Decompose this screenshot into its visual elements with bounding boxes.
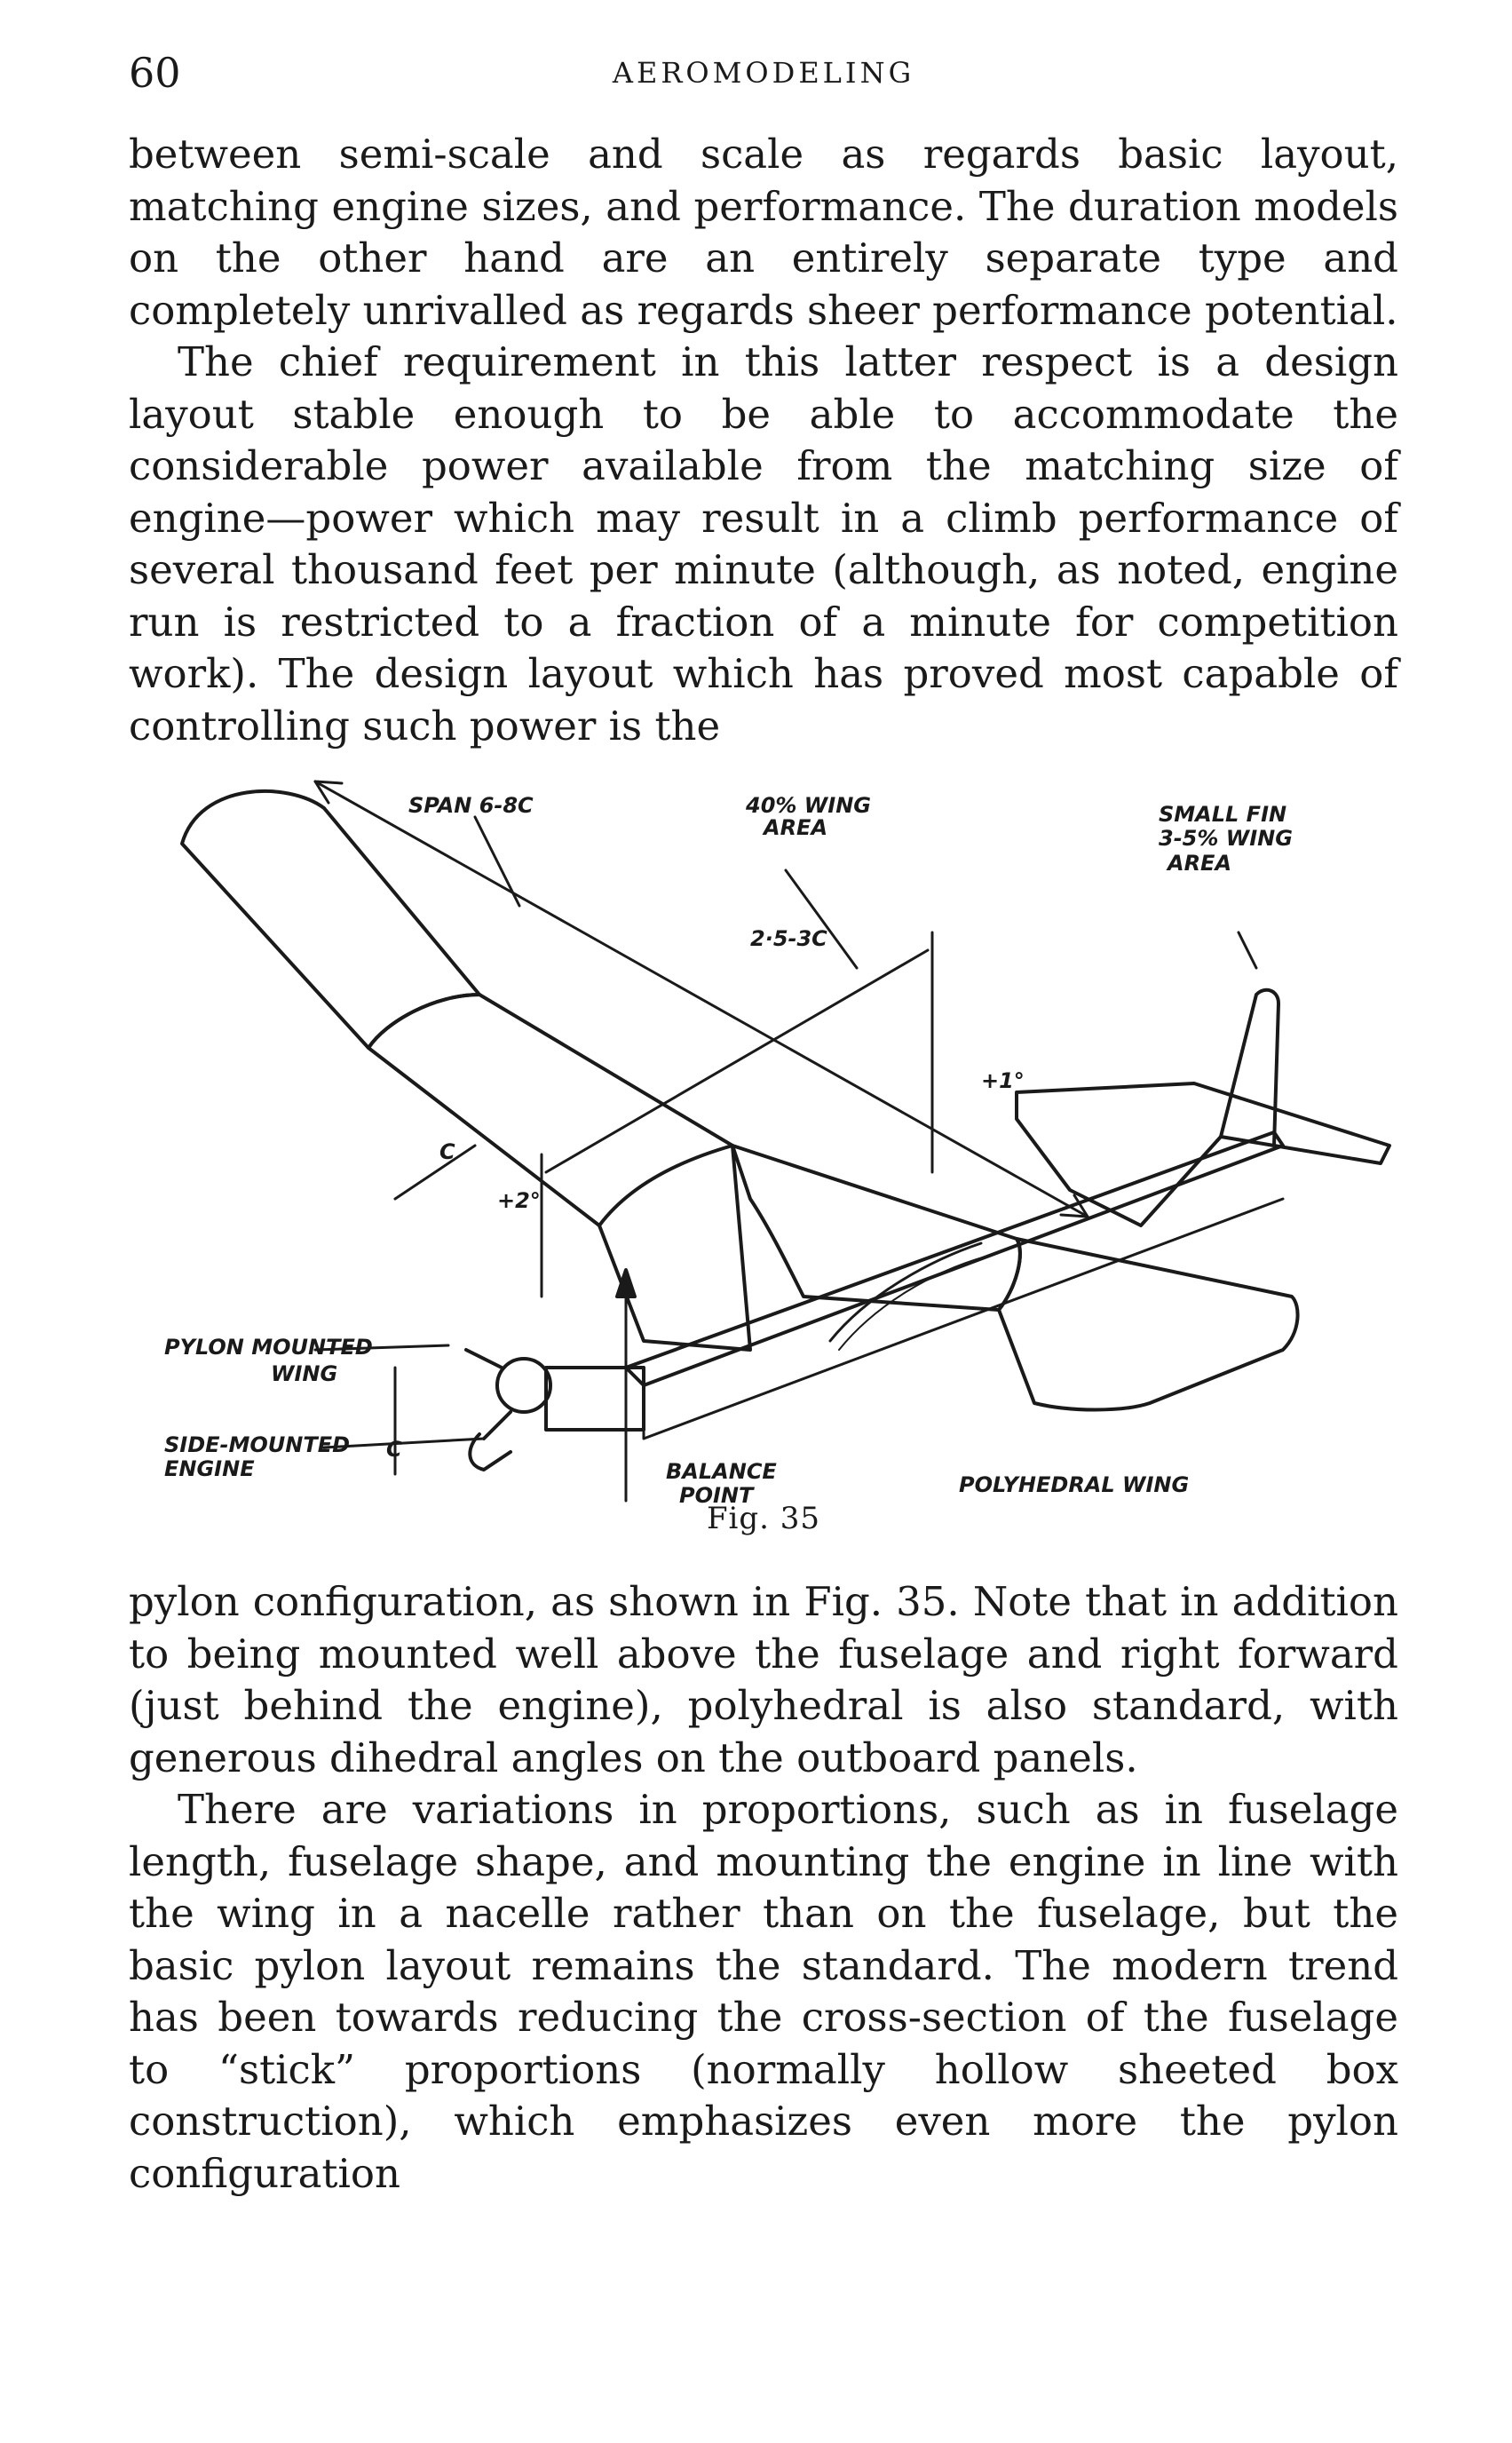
right-wing-outer-panel	[997, 1237, 1300, 1412]
label-small-fin-1: SMALL FIN	[1159, 802, 1286, 827]
label-small-fin-3: AREA	[1166, 851, 1231, 876]
label-balance-2: POINT	[679, 1483, 755, 1508]
wing-fillet	[828, 1241, 983, 1343]
paragraph-1: between semi-scale and scale as regards …	[129, 131, 1398, 334]
tail-moment-dimension-line	[544, 948, 930, 1174]
label-engine-c: C	[386, 1437, 402, 1462]
label-wing-area-2: AREA	[762, 815, 827, 840]
paragraph-3: pylon configuration, as shown in Fig. 35…	[129, 1578, 1398, 1781]
label-chord: C	[439, 1139, 455, 1164]
pylon	[598, 1144, 752, 1352]
paragraph-4: There are variations in proportions, suc…	[129, 1786, 1398, 2197]
span-dimension-line	[313, 780, 1089, 1218]
label-wing-area-1: 40% WING	[745, 793, 871, 818]
aircraft-diagram: SPAN 6-8C 40% WING AREA SMALL FIN 3-5% W…	[164, 780, 1391, 1508]
label-tail-moment: 2·5-3C	[750, 926, 827, 951]
running-title: AEROMODELING	[612, 56, 915, 90]
label-engine-2: ENGINE	[164, 1456, 255, 1481]
page-number: 60	[129, 49, 181, 97]
figure-caption: Fig. 35	[706, 1501, 821, 1536]
fin	[1219, 988, 1280, 1147]
left-wing-outer-panel	[180, 789, 481, 1050]
left-wing-inner-panel	[367, 993, 734, 1227]
label-polyhedral: POLYHEDRAL WING	[959, 1472, 1189, 1497]
label-pylon-2: WING	[271, 1361, 337, 1386]
label-small-fin-2: 3-5% WING	[1159, 826, 1293, 851]
label-span: SPAN 6-8C	[408, 793, 534, 818]
label-tail-incidence: +1°	[981, 1068, 1025, 1093]
label-balance-1: BALANCE	[666, 1459, 777, 1484]
page-header: 60 AEROMODELING	[129, 49, 1398, 102]
chord-dimension-line	[393, 1144, 477, 1201]
right-wing-inner-panel	[731, 1144, 1022, 1312]
figure-35-diagram: SPAN 6-8C 40% WING AREA SMALL FIN 3-5% W…	[129, 728, 1398, 1527]
label-wing-incidence: +2°	[497, 1188, 541, 1213]
side-mounted-engine-drawing	[464, 1348, 645, 1471]
label-pylon-1: PYLON MOUNTED	[164, 1335, 373, 1360]
label-engine-1: SIDE-MOUNTED	[164, 1432, 350, 1457]
paragraph-2: The chief requirement in this latter res…	[129, 338, 1398, 750]
